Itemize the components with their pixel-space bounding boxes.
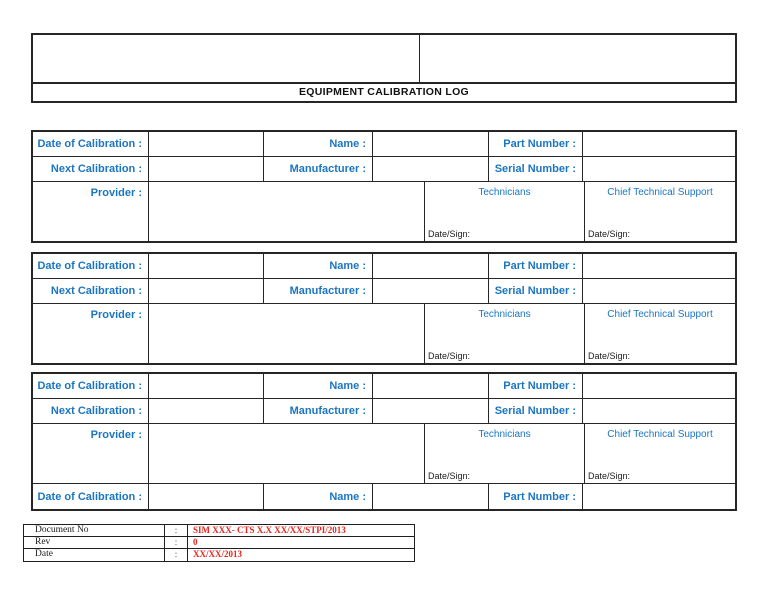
serial-number-label: Serial Number : bbox=[489, 279, 583, 303]
block-row-provider: Provider : Technicians Date/Sign: Chief … bbox=[33, 424, 735, 484]
next-calibration-value-cell bbox=[149, 157, 264, 181]
date-of-calibration-value-cell bbox=[149, 484, 264, 509]
name-value-cell bbox=[373, 132, 489, 156]
chief-technical-support-label: Chief Technical Support bbox=[607, 187, 713, 198]
provider-label: Provider : bbox=[33, 304, 149, 363]
name-value-cell bbox=[373, 484, 489, 509]
manufacturer-label: Manufacturer : bbox=[264, 399, 373, 423]
chief-date-sign-label: Date/Sign: bbox=[588, 351, 631, 361]
calibration-block-1: Date of Calibration : Name : Part Number… bbox=[31, 130, 737, 243]
chief-date-sign-label: Date/Sign: bbox=[588, 471, 631, 481]
provider-value-cell bbox=[149, 182, 425, 241]
part-number-value-cell bbox=[583, 132, 735, 156]
block-row-2: Next Calibration : Manufacturer : Serial… bbox=[33, 157, 735, 182]
next-calibration-value-cell bbox=[149, 279, 264, 303]
date-of-calibration-label: Date of Calibration : bbox=[33, 132, 149, 156]
manufacturer-label: Manufacturer : bbox=[264, 157, 373, 181]
manufacturer-value-cell bbox=[373, 279, 489, 303]
rev-label: Rev bbox=[24, 537, 165, 548]
manufacturer-value-cell bbox=[373, 157, 489, 181]
manufacturer-value-cell bbox=[373, 399, 489, 423]
part-number-label: Part Number : bbox=[489, 132, 583, 156]
date-row: Date : XX/XX/2013 bbox=[24, 549, 414, 561]
chief-technical-support-label: Chief Technical Support bbox=[607, 429, 713, 440]
document-title: EQUIPMENT CALIBRATION LOG bbox=[298, 86, 470, 98]
chief-technical-support-sign-cell: Chief Technical Support Date/Sign: bbox=[585, 304, 735, 363]
serial-number-label: Serial Number : bbox=[489, 399, 583, 423]
provider-value-cell bbox=[149, 424, 425, 483]
next-calibration-value-cell bbox=[149, 399, 264, 423]
chief-technical-support-sign-cell: Chief Technical Support Date/Sign: bbox=[585, 424, 735, 483]
part-number-value-cell bbox=[583, 484, 735, 509]
name-label: Name : bbox=[264, 374, 373, 398]
document-no-value: SIM XXX- CTS X.X XX/XX/STPI/2013 bbox=[193, 525, 346, 535]
document-no-label: Document No bbox=[24, 525, 165, 536]
part-number-label: Part Number : bbox=[489, 374, 583, 398]
name-label: Name : bbox=[264, 254, 373, 278]
name-label: Name : bbox=[264, 484, 373, 509]
block-row-1: Date of Calibration : Name : Part Number… bbox=[33, 254, 735, 279]
date-separator: : bbox=[165, 549, 188, 561]
provider-value-cell bbox=[149, 304, 425, 363]
block-row-provider: Provider : Technicians Date/Sign: Chief … bbox=[33, 182, 735, 241]
header-left-cell bbox=[33, 35, 420, 82]
serial-number-value-cell bbox=[583, 399, 735, 423]
serial-number-value-cell bbox=[583, 279, 735, 303]
chief-date-sign-label: Date/Sign: bbox=[588, 229, 631, 239]
technicians-label: Technicians bbox=[478, 309, 531, 320]
date-value: XX/XX/2013 bbox=[193, 549, 242, 559]
technicians-label: Technicians bbox=[478, 187, 531, 198]
serial-number-label: Serial Number : bbox=[489, 157, 583, 181]
serial-number-value-cell bbox=[583, 157, 735, 181]
date-of-calibration-label: Date of Calibration : bbox=[33, 374, 149, 398]
next-calibration-label: Next Calibration : bbox=[33, 399, 149, 423]
date-label: Date bbox=[24, 549, 165, 561]
block-row-2: Next Calibration : Manufacturer : Serial… bbox=[33, 399, 735, 424]
header-table: EQUIPMENT CALIBRATION LOG bbox=[31, 33, 737, 103]
provider-label: Provider : bbox=[33, 182, 149, 241]
date-of-calibration-value-cell bbox=[149, 254, 264, 278]
rev-row: Rev : 0 bbox=[24, 537, 414, 549]
partial-block-row-1: Date of Calibration : Name : Part Number… bbox=[33, 484, 735, 509]
block-row-provider: Provider : Technicians Date/Sign: Chief … bbox=[33, 304, 735, 363]
rev-value: 0 bbox=[193, 537, 198, 547]
provider-label: Provider : bbox=[33, 424, 149, 483]
manufacturer-label: Manufacturer : bbox=[264, 279, 373, 303]
document-no-row: Document No : SIM XXX- CTS X.X XX/XX/STP… bbox=[24, 525, 414, 537]
header-top-row bbox=[33, 35, 735, 84]
date-of-calibration-label: Date of Calibration : bbox=[33, 254, 149, 278]
technicians-label: Technicians bbox=[478, 429, 531, 440]
part-number-value-cell bbox=[583, 254, 735, 278]
block-row-2: Next Calibration : Manufacturer : Serial… bbox=[33, 279, 735, 304]
next-calibration-label: Next Calibration : bbox=[33, 279, 149, 303]
part-number-label: Part Number : bbox=[489, 484, 583, 509]
chief-technical-support-sign-cell: Chief Technical Support Date/Sign: bbox=[585, 182, 735, 241]
header-right-cell bbox=[420, 35, 735, 82]
block-row-1: Date of Calibration : Name : Part Number… bbox=[33, 132, 735, 157]
chief-technical-support-label: Chief Technical Support bbox=[607, 309, 713, 320]
technicians-date-sign-label: Date/Sign: bbox=[428, 471, 471, 481]
part-number-value-cell bbox=[583, 374, 735, 398]
technicians-sign-cell: Technicians Date/Sign: bbox=[425, 304, 585, 363]
next-calibration-label: Next Calibration : bbox=[33, 157, 149, 181]
block-row-1: Date of Calibration : Name : Part Number… bbox=[33, 374, 735, 399]
technicians-date-sign-label: Date/Sign: bbox=[428, 351, 471, 361]
name-value-cell bbox=[373, 374, 489, 398]
technicians-sign-cell: Technicians Date/Sign: bbox=[425, 424, 585, 483]
date-of-calibration-label: Date of Calibration : bbox=[33, 484, 149, 509]
calibration-block-2: Date of Calibration : Name : Part Number… bbox=[31, 252, 737, 365]
rev-separator: : bbox=[165, 537, 188, 548]
technicians-date-sign-label: Date/Sign: bbox=[428, 229, 471, 239]
technicians-sign-cell: Technicians Date/Sign: bbox=[425, 182, 585, 241]
date-of-calibration-value-cell bbox=[149, 374, 264, 398]
name-label: Name : bbox=[264, 132, 373, 156]
document-info-table: Document No : SIM XXX- CTS X.X XX/XX/STP… bbox=[23, 524, 415, 562]
date-of-calibration-value-cell bbox=[149, 132, 264, 156]
document-no-separator: : bbox=[165, 525, 188, 536]
name-value-cell bbox=[373, 254, 489, 278]
part-number-label: Part Number : bbox=[489, 254, 583, 278]
calibration-block-3: Date of Calibration : Name : Part Number… bbox=[31, 372, 737, 511]
